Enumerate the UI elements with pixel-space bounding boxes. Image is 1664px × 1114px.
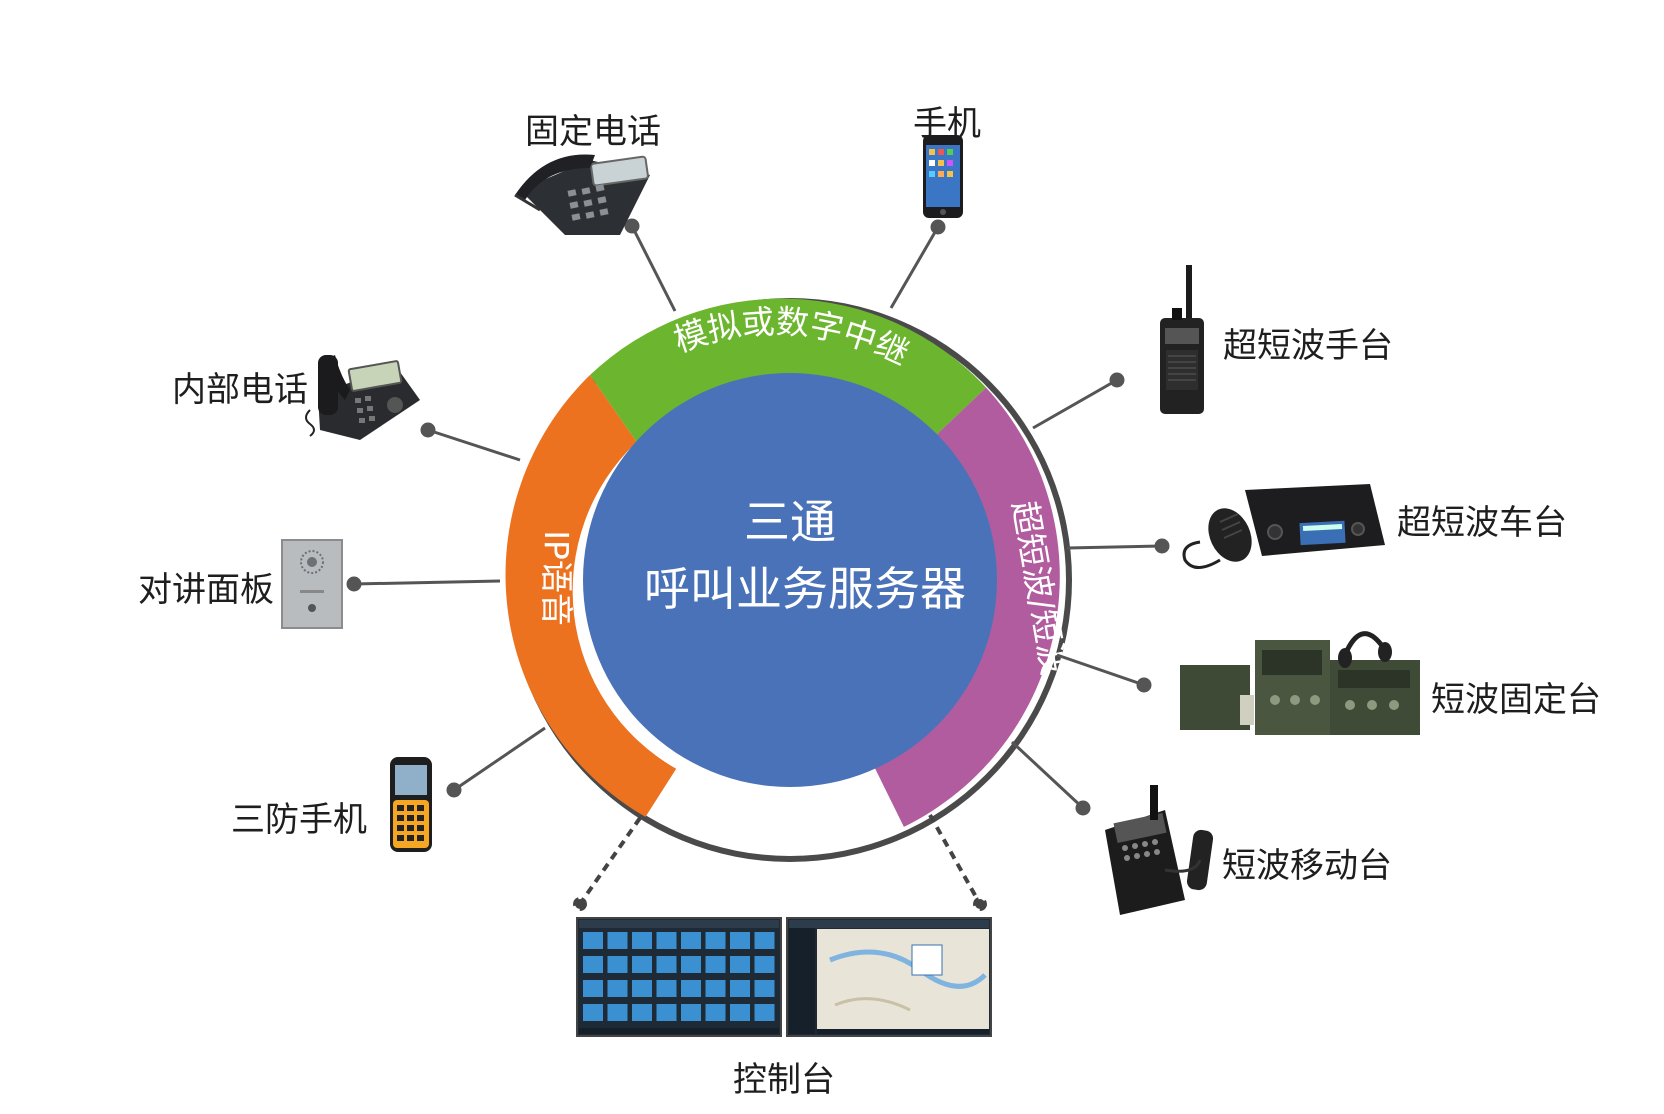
connector-intercom — [353, 579, 501, 586]
vhf-handheld-icon — [1160, 265, 1204, 414]
console-tile — [607, 932, 628, 949]
console-tile — [656, 980, 677, 997]
console-tile — [632, 932, 652, 949]
console-tile — [754, 956, 775, 973]
connector-console-right — [928, 814, 982, 905]
vhf-vehicle-icon — [1182, 484, 1385, 569]
hf-mobile-icon — [1105, 785, 1214, 915]
connector-dot — [624, 218, 640, 234]
segment-left-label: IP语音 — [537, 530, 576, 626]
connector-dot — [1154, 538, 1170, 554]
console-tile — [632, 956, 652, 973]
internal-phone-icon — [305, 355, 420, 440]
console-tile — [730, 1004, 750, 1021]
connector-hf-fixed — [1056, 653, 1145, 687]
segment-analog-digital-trunk — [590, 298, 987, 442]
connector-vhf-vehicle — [1066, 544, 1163, 550]
console-tile — [754, 932, 775, 949]
connector-dot — [1109, 372, 1125, 388]
console-icon — [576, 917, 992, 1037]
console-tile — [656, 932, 677, 949]
console-tile — [681, 956, 701, 973]
connector-vhf-handheld — [1032, 378, 1118, 430]
connector-dot — [1136, 677, 1152, 693]
console-tile — [632, 1004, 652, 1021]
label-mobile-phone: 手机 — [913, 104, 981, 144]
console-tile — [656, 956, 677, 973]
server-circle — [583, 373, 997, 787]
connector-dot — [446, 782, 462, 798]
segment-ip-voice — [505, 375, 677, 817]
console-tile — [583, 956, 603, 973]
console-tile — [607, 1004, 628, 1021]
connector-internal-phone — [427, 428, 521, 462]
console-tile — [705, 932, 726, 949]
connector-hf-mobile — [1010, 740, 1085, 810]
connector-dot — [420, 422, 436, 438]
server-title-line1: 三通 — [744, 495, 836, 549]
label-console: 控制台 — [733, 1060, 835, 1100]
console-tile — [705, 1004, 726, 1021]
label-vhf-handheld: 超短波手台 — [1223, 326, 1393, 366]
console-tile — [583, 932, 603, 949]
label-hf-mobile: 短波移动台 — [1222, 846, 1392, 886]
label-intercom-panel: 对讲面板 — [138, 570, 274, 610]
console-tile — [730, 932, 750, 949]
label-hf-fixed: 短波固定台 — [1431, 680, 1601, 720]
label-vhf-vehicle: 超短波车台 — [1397, 503, 1567, 543]
console-tile — [681, 1004, 701, 1021]
rugged-phone-icon — [390, 757, 432, 852]
intercom-panel-icon — [281, 539, 343, 629]
connector-dot — [346, 576, 362, 592]
console-tile — [632, 980, 652, 997]
console-tile — [656, 1004, 677, 1021]
console-tile — [607, 956, 628, 973]
console-tile — [583, 980, 603, 997]
connector-fixed-phone — [630, 225, 677, 312]
console-tile — [583, 1004, 603, 1021]
connector-console-left — [578, 816, 642, 906]
connector-mobile-phone — [889, 226, 940, 309]
fixed-phone-icon — [514, 154, 650, 235]
connector-dot — [930, 219, 946, 235]
hf-fixed-icon — [1180, 631, 1420, 735]
label-rugged-phone: 三防手机 — [231, 800, 367, 840]
console-tile — [754, 980, 775, 997]
console-tile — [681, 932, 701, 949]
console-tile — [730, 980, 750, 997]
connector-dot — [1075, 800, 1091, 816]
mobile-phone-icon — [923, 135, 963, 218]
segment-vhf-hf — [874, 387, 1060, 827]
server-title-line2: 呼叫业务服务器 — [644, 562, 966, 616]
connector-dot — [973, 897, 987, 911]
console-tile — [705, 980, 726, 997]
console-tile — [681, 980, 701, 997]
console-tile — [730, 956, 750, 973]
label-fixed-phone: 固定电话 — [525, 112, 661, 152]
connector-dot — [573, 897, 587, 911]
console-tile — [754, 1004, 775, 1021]
label-internal-phone: 内部电话 — [172, 370, 308, 410]
console-tile — [607, 980, 628, 997]
console-tile — [705, 956, 726, 973]
connector-rugged-phone — [453, 726, 546, 792]
